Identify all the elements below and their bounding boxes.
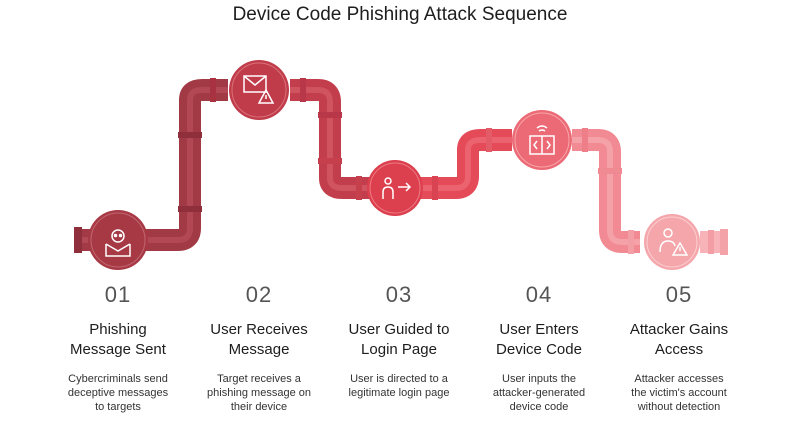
envelope-warning-icon [243,75,275,104]
step-description: Cybercriminals send deceptive messages t… [67,373,169,413]
step-heading: Attacker Gains Access [629,321,729,358]
step-heading: Phishing Message Sent [70,321,166,358]
step-heading: User Guided to Login Page [348,321,450,358]
pipe-end-cap-right [720,229,728,255]
user-arrow-icon [382,177,412,199]
step-heading: User Enters Device Code [496,321,582,358]
step-number: 02 [245,282,273,307]
step-03: 03 User Guided to Login Page User is dir… [324,282,474,400]
step-node-05 [644,214,700,270]
step-node-03 [367,160,423,216]
step-node-04 [512,110,572,170]
pipe-segment-2 [290,79,370,199]
pipe-segment-1 [80,79,228,251]
step-description: Target receives a phishing message on th… [207,373,311,413]
user-warning-icon [659,228,689,256]
diagram-title: Device Code Phishing Attack Sequence [232,4,568,25]
pipe-end-cap-left [74,227,82,253]
step-number: 05 [665,282,693,307]
step-05: 05 Attacker Gains Access Attacker access… [604,282,754,414]
step-04: 04 User Enters Device Code User inputs t… [464,282,614,414]
step-heading: User Receives Message [210,321,308,358]
step-02: 02 User Receives Message Target receives… [184,282,334,414]
step-01: 01 Phishing Message Sent Cybercriminals … [43,282,193,414]
step-description: User inputs the attacker-generated devic… [492,373,586,413]
pipe-flanges [94,78,714,254]
step-description: Attacker accesses the victim's account w… [631,373,727,413]
skull-envelope-icon [105,229,131,257]
pipe-segment-3 [420,129,512,199]
step-node-01 [88,210,148,270]
step-number: 03 [385,282,413,307]
pipe-segment-4 [572,129,640,253]
step-description: User is directed to a legitimate login p… [348,373,450,399]
device-code-icon [529,125,555,155]
step-node-02 [229,60,289,120]
step-number: 04 [525,282,553,307]
step-number: 01 [104,282,132,307]
